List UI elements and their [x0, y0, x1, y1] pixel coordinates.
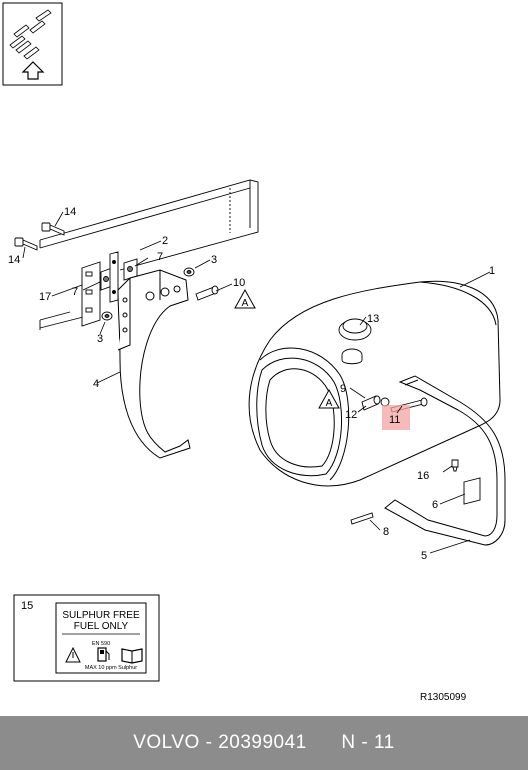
callout-14: 14: [64, 206, 76, 218]
callout-14: 14: [8, 254, 20, 266]
warning-triangle-icon: A: [318, 388, 340, 409]
reference-code: R1305099: [420, 692, 467, 703]
svg-text:A: A: [242, 298, 249, 309]
footer-separator: -: [199, 732, 219, 753]
tank-strap: [384, 375, 506, 546]
nut: [101, 267, 195, 321]
exploded-parts-diagram: A A 1 2 3 3 4 5 6 7 7 8 9 10 11 12 13 14…: [2, 2, 506, 703]
label-line-2: FUEL ONLY: [74, 621, 129, 632]
callout-16: 16: [417, 470, 429, 482]
callout-3: 3: [97, 333, 103, 345]
fuel-pump-icon: [97, 647, 110, 662]
callout-3: 3: [211, 254, 217, 266]
filler-cap: [338, 318, 372, 365]
callout-17: 17: [39, 291, 51, 303]
label-standard: EN 590: [92, 641, 110, 647]
callout-12: 12: [345, 409, 357, 421]
fuel-label-inset: 15 SULPHUR FREE FUEL ONLY EN 590 MAX 10 …: [13, 594, 160, 682]
callout-6: 6: [432, 499, 438, 511]
warning-triangle-icon: A: [234, 288, 256, 309]
callout-5: 5: [421, 550, 427, 562]
callout-10: 10: [233, 277, 245, 289]
sleeve: [195, 285, 219, 301]
orientation-icon: [2, 2, 63, 86]
bolt: [14, 222, 65, 251]
callout-1: 1: [489, 265, 495, 277]
fuel-tank: [248, 280, 501, 487]
bracket-plate: [81, 261, 101, 327]
manual-book-icon: [121, 648, 143, 664]
callout-9: 9: [340, 383, 346, 395]
label-max-text: MAX 10 ppm Sulphur: [85, 665, 137, 671]
callout-13: 13: [367, 313, 379, 325]
highlight-box: [382, 405, 410, 430]
tank-label-sticker: [463, 477, 481, 505]
svg-text:A: A: [326, 398, 333, 409]
drain-plug: [451, 459, 459, 472]
callout-7: 7: [72, 286, 78, 298]
footer-brand: VOLVO: [133, 732, 200, 753]
leader-lines: [22, 211, 491, 554]
mounting-plate: [109, 251, 119, 303]
footer-gap: [307, 732, 342, 754]
footer-section: N - 11: [341, 732, 395, 753]
footer-part-number: 20399041: [218, 732, 307, 753]
callout-15: 15: [21, 600, 33, 612]
label-line-1: SULPHUR FREE: [62, 610, 140, 621]
callout-11: 11: [389, 414, 400, 426]
warning-triangle-icon: [65, 646, 81, 663]
callout-4: 4: [93, 378, 99, 390]
tank-support-bracket: [117, 269, 191, 459]
footer-bar: VOLVO - 20399041 N - 11: [0, 716, 528, 770]
callout-8: 8: [383, 526, 389, 538]
callout-7: 7: [157, 251, 163, 263]
callout-2: 2: [162, 235, 168, 247]
